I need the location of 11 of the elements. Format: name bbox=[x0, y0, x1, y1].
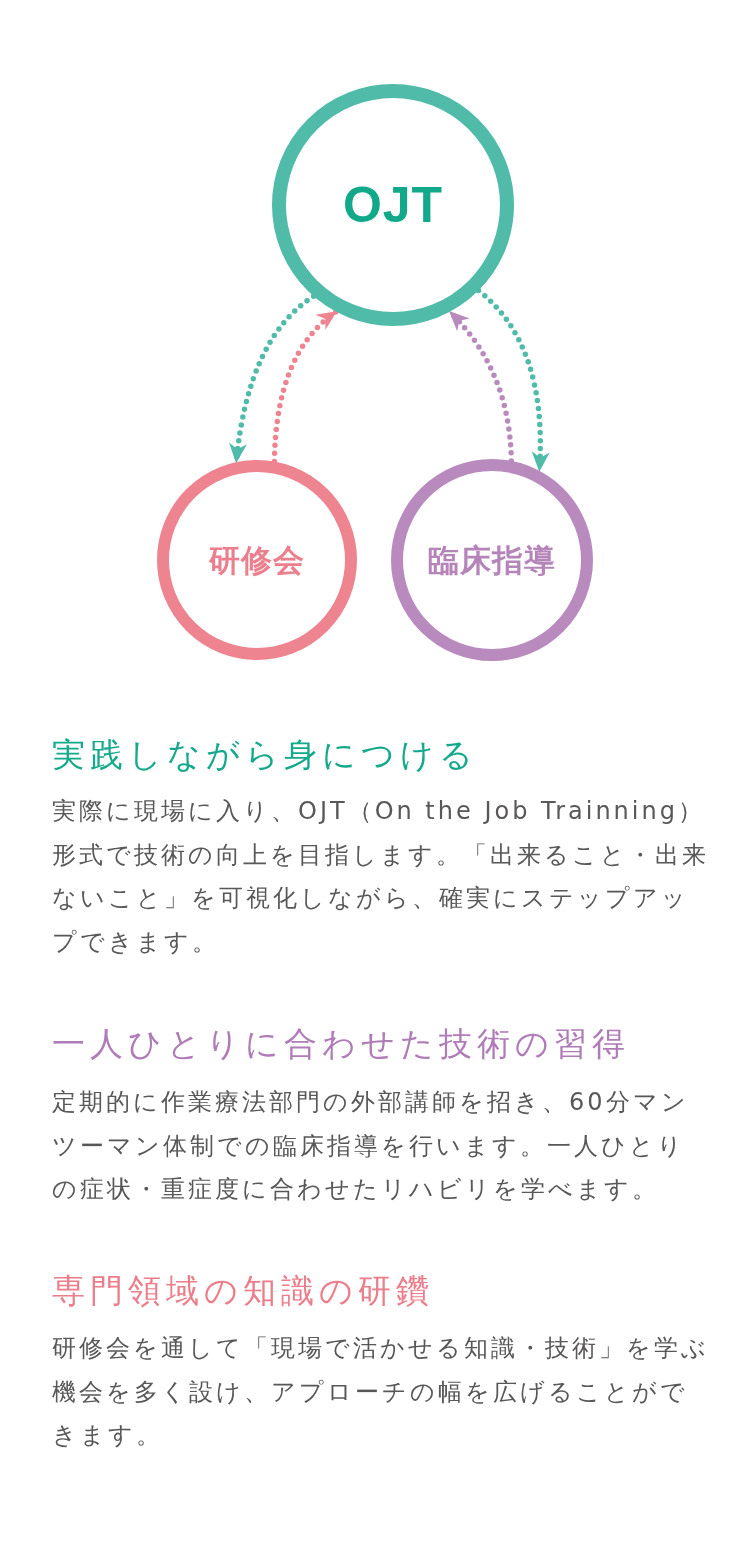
node-label: 臨床指導 bbox=[428, 542, 556, 578]
body-paragraph: 実際に現場に入り、OJT（On the Job Trainning）形式で技術の向上を目指します。「出来ること・出来ないこと」を可視化しながら、確実にステップアップできます。 bbox=[52, 796, 710, 958]
dotted-arrow bbox=[229, 293, 317, 465]
dotted-arrow bbox=[447, 309, 515, 464]
body-paragraph: 研修会を通して「現場で活かせる知識・技術」を学ぶ機会を多く設け、アプローチの幅を広げることができます。 bbox=[52, 1333, 710, 1451]
section-heading: 実践しながら身につける bbox=[52, 734, 479, 776]
node-label: OJT bbox=[342, 177, 444, 233]
section-heading: 専門領域の知識の研鑽 bbox=[52, 1270, 435, 1312]
node-label: 研修会 bbox=[209, 542, 305, 578]
section-heading: 一人ひとりに合わせた技術の習得 bbox=[52, 1023, 631, 1065]
body-paragraph: 定期的に作業療法部門の外部講師を招き、60分マンツーマン体制での臨床指導を行います。一人ひとりの症状・重症度に合わせたリハビリを学べます。 bbox=[52, 1087, 690, 1205]
